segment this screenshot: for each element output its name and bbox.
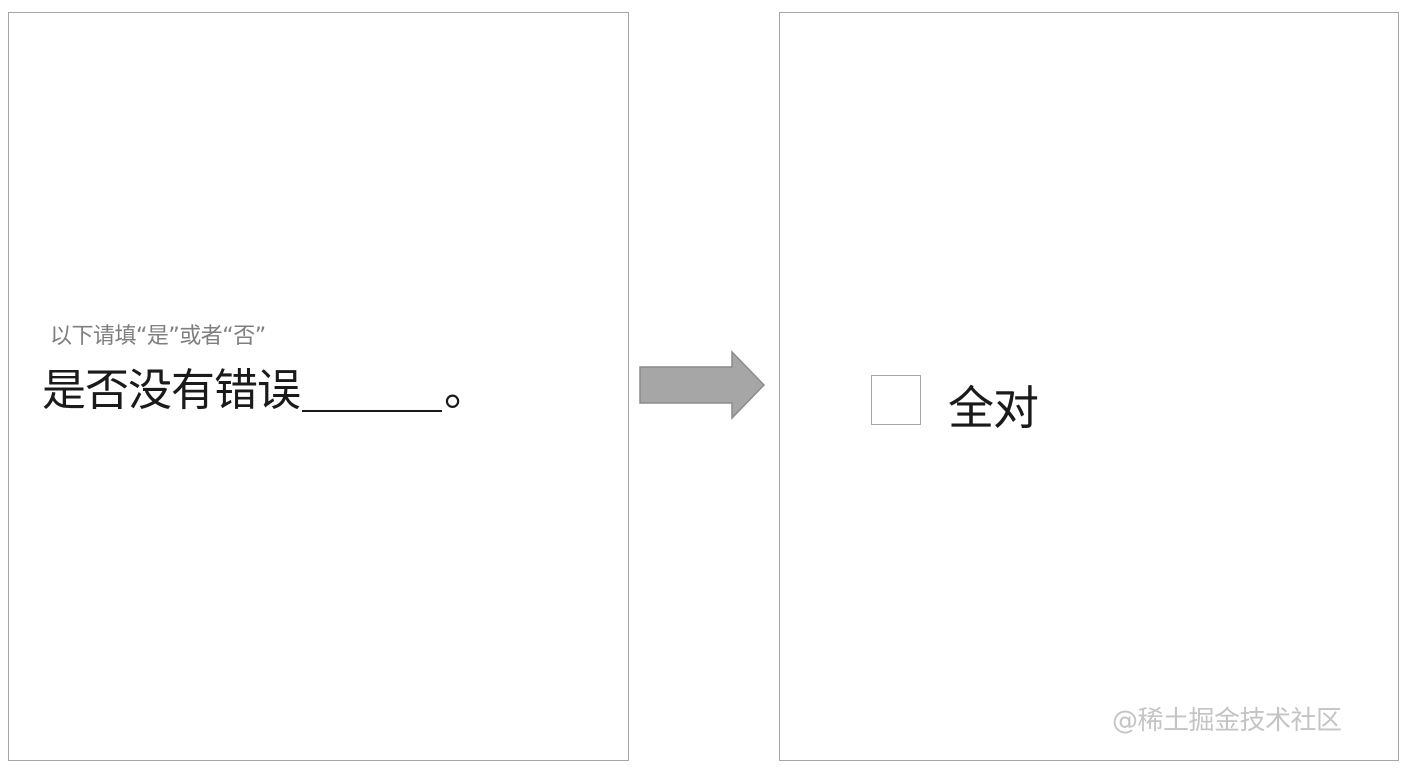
all-correct-checkbox[interactable]: [871, 375, 921, 425]
checkbox-label: 全对: [948, 381, 1039, 435]
right-arrow-icon: [639, 350, 766, 420]
watermark: @稀土掘金技术社区: [1112, 706, 1342, 736]
left-panel: [8, 12, 629, 761]
question-period: 。: [444, 365, 488, 416]
question: 是否没有错误 。: [42, 354, 488, 418]
fill-in-blank[interactable]: [302, 366, 442, 412]
question-text: 是否没有错误: [42, 365, 301, 416]
instruction-text: 以下请填“是”或者“否”: [50, 324, 266, 349]
